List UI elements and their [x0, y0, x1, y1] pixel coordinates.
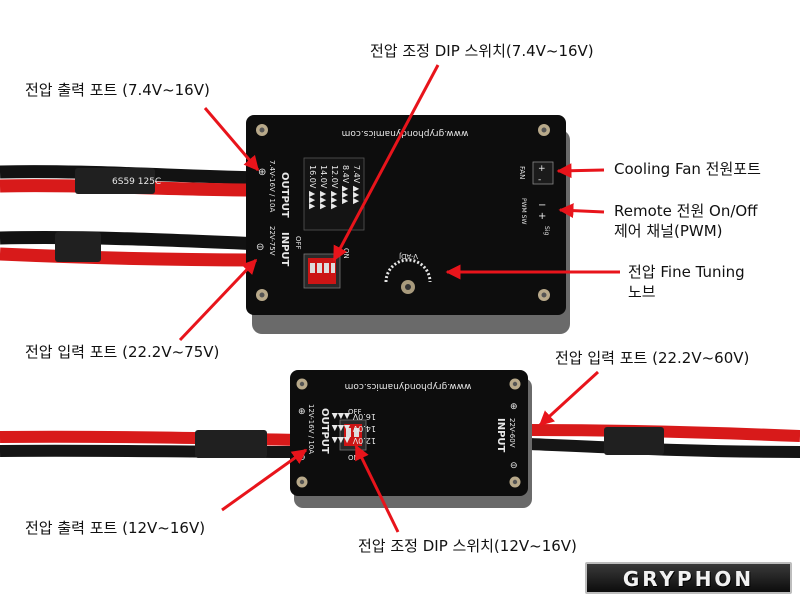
- top-pwm-label: PWM SW: [520, 198, 527, 224]
- label-dip-bottom: 전압 조정 DIP 스위치(12V~16V): [358, 537, 577, 555]
- top-fan-label: FAN: [518, 166, 526, 179]
- top-sig-label: Sig: [543, 226, 550, 235]
- bottom-input-spec: 22V-60V: [508, 418, 516, 448]
- bottom-voltage-0: 16.0V ▲▲▲: [331, 412, 376, 421]
- label-input-bottom: 전압 입력 포트 (22.2V~60V): [555, 349, 750, 367]
- arrow-out-top: [203, 107, 260, 172]
- label-fine-line1: 전압 Fine Tuning: [628, 263, 745, 281]
- svg-text:⊖: ⊖: [256, 242, 264, 253]
- top-dip-on-label: ON: [342, 248, 350, 259]
- bottom-input-wires: [529, 424, 800, 458]
- top-fan-port[interactable]: + -: [532, 161, 554, 185]
- top-pwm-port[interactable]: − +: [538, 200, 546, 222]
- svg-text:−: −: [538, 200, 546, 211]
- arrow-in-bottom: [538, 370, 600, 427]
- top-controller-board: www.gryphondynamics.com OUTPUT 7.4V-16V …: [246, 115, 570, 334]
- bottom-dip-on-label: ON: [348, 454, 359, 462]
- bottom-output-title: OUTPUT: [319, 408, 330, 454]
- svg-text:-: -: [538, 175, 541, 185]
- gryphon-logo: GRYPHON: [585, 562, 792, 594]
- top-output-title: OUTPUT: [279, 172, 290, 218]
- top-dip-off-label: OFF: [294, 236, 302, 250]
- arrow-dip-top: [332, 64, 440, 262]
- top-voltage-3: 14.0V ▲▲▲: [319, 165, 328, 210]
- label-dip-top: 전압 조정 DIP 스위치(7.4V~16V): [370, 42, 594, 60]
- top-voltage-2: 12.0V ▲▲▲: [330, 165, 339, 210]
- arrow-remote: [558, 203, 605, 219]
- svg-text:⊕: ⊕: [298, 407, 306, 417]
- top-output-wires: 6S59 125C: [0, 165, 263, 197]
- label-output-top: 전압 출력 포트 (7.4V~16V): [25, 81, 210, 99]
- svg-text:⊕: ⊕: [510, 402, 518, 412]
- top-voltage-table: 7.4V ▲▲▲8.4V ▲▲▲12.0V ▲▲▲14.0V ▲▲▲16.0V …: [303, 157, 365, 231]
- arrow-out-bottom: [221, 448, 308, 512]
- bottom-website-text: www.gryphondynamics.com: [345, 381, 472, 391]
- bottom-voltage-1: 14.0V ▲▲▲: [331, 424, 376, 433]
- bottom-output-spec: 12V-16V / 10A: [307, 404, 315, 454]
- top-website-text: www.gryphondynamics.com: [342, 128, 469, 138]
- top-input-wires: [0, 230, 263, 267]
- top-input-spec: 22V-75V: [268, 226, 276, 256]
- brand-text: GRYPHON: [622, 567, 755, 591]
- bottom-voltage-2: 12.0V ▲▲▲: [331, 436, 376, 445]
- svg-text:⊕: ⊕: [258, 167, 266, 178]
- bottom-output-wires: [0, 430, 301, 458]
- top-voltage-4: 16.0V ▲▲▲: [308, 165, 317, 210]
- bottom-voltage-table: 16.0V ▲▲▲ 14.0V ▲▲▲ 12.0V ▲▲▲: [331, 412, 376, 445]
- top-input-title: INPUT: [279, 232, 290, 267]
- arrow-in-top: [178, 258, 258, 342]
- arrow-dip-bottom: [354, 444, 400, 533]
- label-input-top: 전압 입력 포트 (22.2V~75V): [25, 343, 220, 361]
- top-vadj-knob[interactable]: [384, 258, 432, 294]
- label-remote-line2: 제어 채널(PWM): [614, 222, 723, 240]
- label-remote-line1: Remote 전원 On/Off: [614, 202, 758, 220]
- top-output-spec: 7.4V-16V / 10A: [268, 160, 276, 212]
- bottom-input-title: INPUT: [495, 418, 506, 453]
- svg-text:⊖: ⊖: [510, 461, 518, 471]
- bottom-controller-board: www.gryphondynamics.com OUTPUT 12V-16V /…: [290, 370, 532, 508]
- label-fan-port: Cooling Fan 전원포트: [614, 160, 761, 178]
- svg-text:6S59 125C: 6S59 125C: [112, 177, 161, 187]
- label-output-bottom: 전압 출력 포트 (12V~16V): [25, 519, 206, 537]
- label-fine-line2: 노브: [628, 283, 656, 301]
- top-vadj-label: V-ADJ: [399, 252, 418, 260]
- svg-text:+: +: [538, 164, 546, 174]
- top-voltage-1: 8.4V ▲▲▲: [341, 165, 350, 205]
- top-voltage-0: 7.4V ▲▲▲: [352, 165, 361, 205]
- arrow-fan: [556, 163, 605, 179]
- svg-text:+: +: [538, 211, 546, 222]
- bottom-dip-off-label: OFF: [348, 408, 362, 416]
